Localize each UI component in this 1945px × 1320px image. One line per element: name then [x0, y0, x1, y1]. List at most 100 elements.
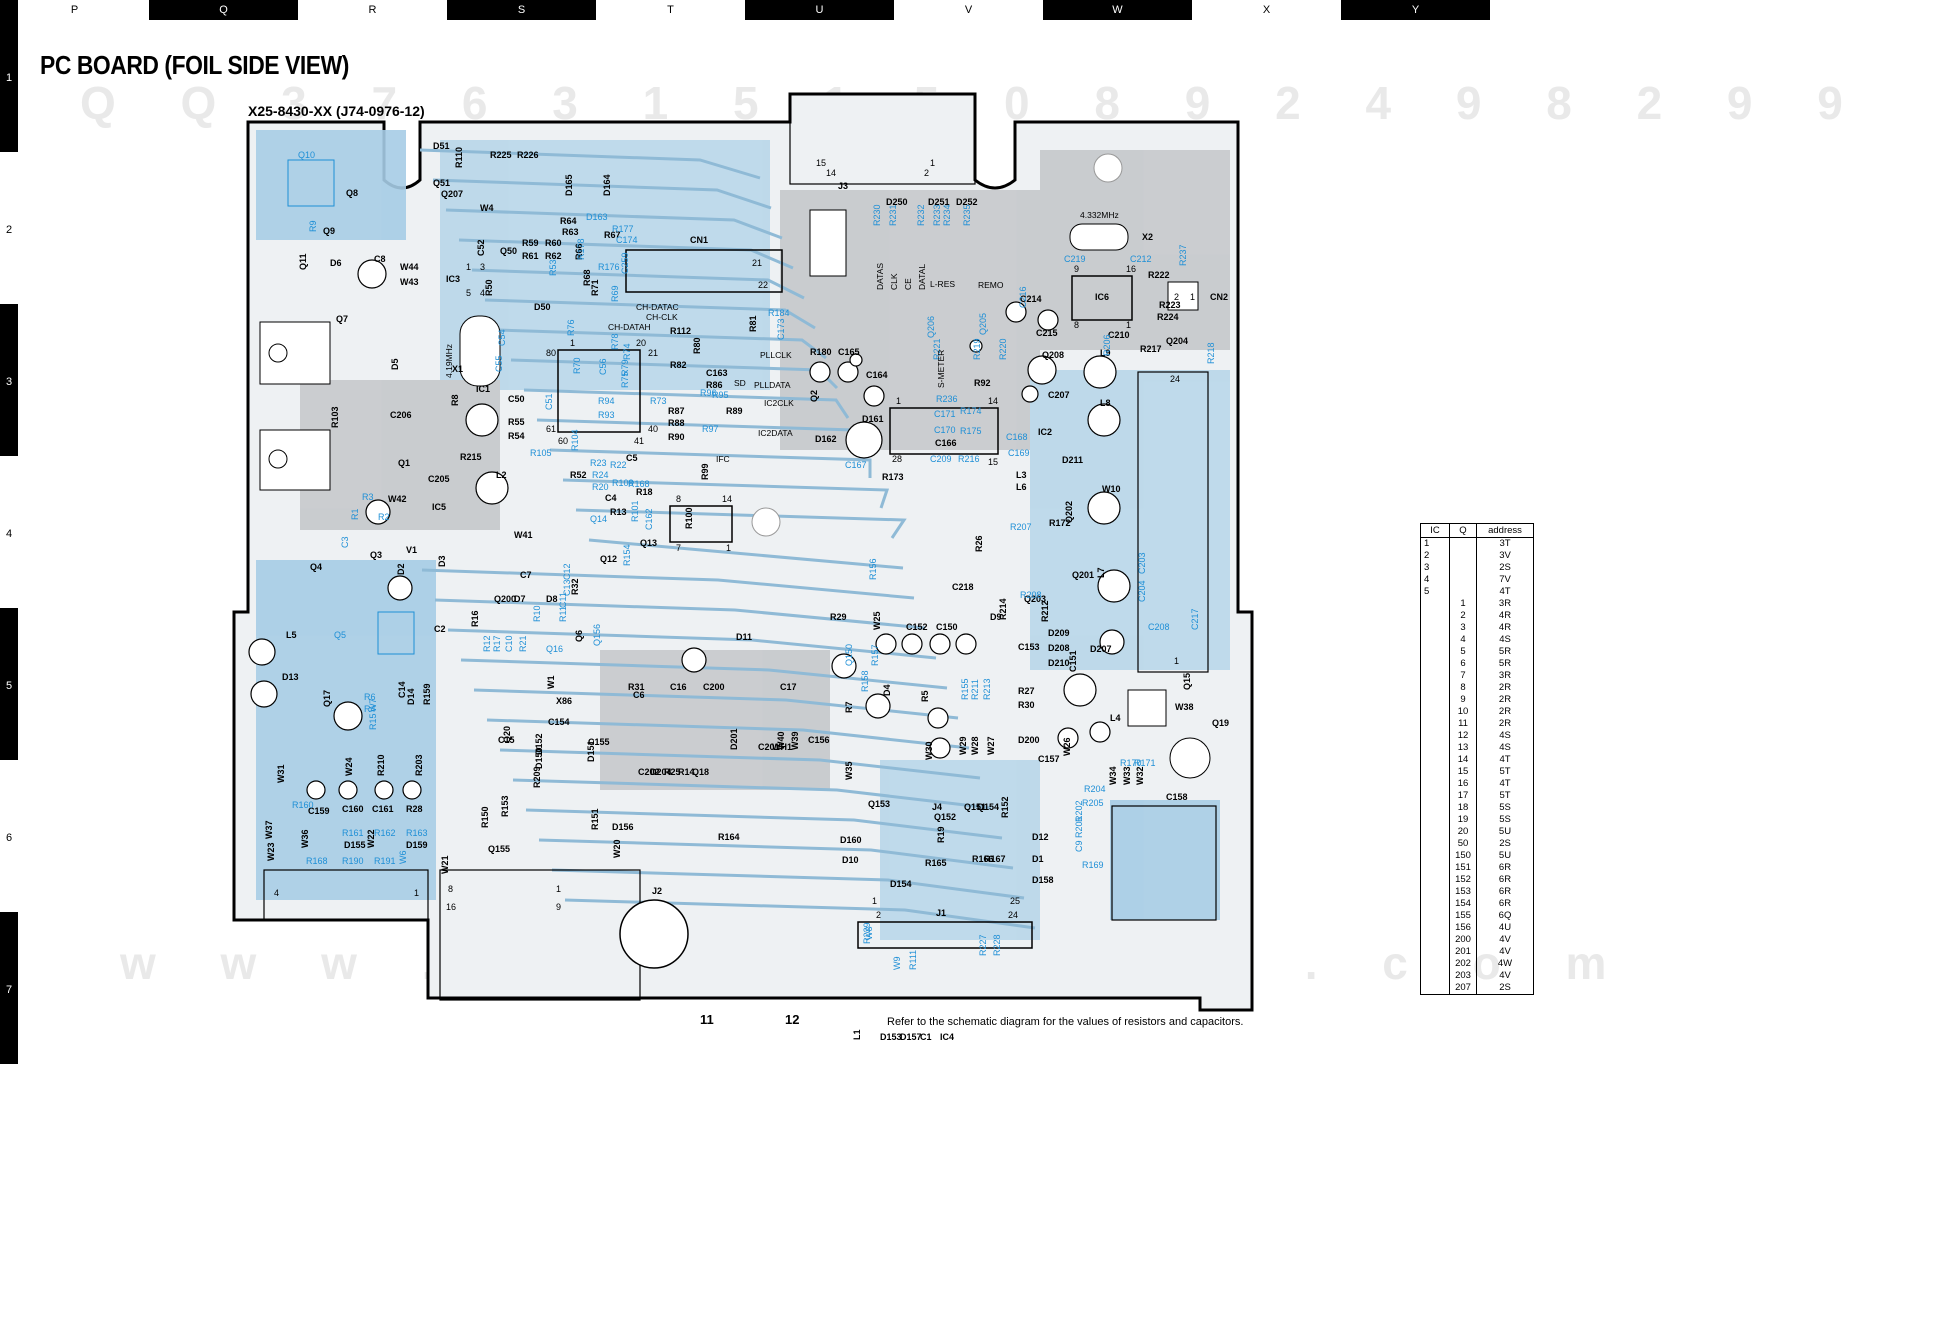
component-label: D155 — [344, 840, 366, 850]
address-cell: 5 — [1449, 646, 1477, 658]
component-label-blue: C170 — [934, 425, 956, 435]
component-label: R62 — [545, 251, 562, 261]
component-label: C165 — [838, 347, 860, 357]
component-label-blue: R111 — [908, 950, 918, 970]
component-label: D159 — [406, 840, 428, 850]
q10-outline — [287, 159, 335, 207]
address-cell — [1421, 922, 1450, 934]
capacitor-body — [837, 361, 859, 383]
component-label: D211 — [1062, 455, 1083, 465]
address-cell: 4T — [1476, 778, 1534, 790]
component-label: D161 — [862, 414, 884, 424]
signal-ch-datah: CH-DATAH — [608, 322, 651, 332]
component-label-blue: R175 — [960, 426, 982, 436]
signal-ce: CE — [903, 278, 913, 290]
component-label: D151 — [586, 740, 596, 762]
address-cell: 5R — [1476, 658, 1534, 670]
component-label: D153 — [880, 1032, 902, 1042]
component-label: D11 — [736, 632, 752, 642]
component-label: C160 — [342, 804, 364, 814]
component-label: R212 — [1040, 600, 1050, 622]
component-label: W29 — [958, 736, 968, 755]
pin-label: 1 — [896, 396, 901, 406]
component-label-blue: R4 — [364, 704, 376, 714]
component-label: R203 — [414, 754, 424, 776]
component-label-blue: R156 — [868, 558, 878, 580]
address-cell — [1421, 682, 1450, 694]
component-label: W26 — [1062, 737, 1072, 756]
signal-smeter: S-METER — [936, 350, 946, 388]
component-label: R66 — [574, 243, 584, 260]
bus-number-12: 12 — [785, 1012, 800, 1027]
address-cell — [1449, 574, 1477, 586]
address-cell: 6R — [1476, 886, 1534, 898]
component-label: D2 — [396, 563, 406, 575]
component-label: R80 — [692, 337, 702, 354]
grid-column-label: V — [894, 0, 1043, 20]
component-label-blue: R218 — [1206, 342, 1216, 364]
pin-label: 16 — [1126, 264, 1136, 274]
component-label: R31 — [628, 682, 645, 692]
component-label: R5 — [920, 690, 930, 702]
component-label: C205 — [428, 474, 450, 484]
signal-datal: DATAL — [917, 264, 927, 290]
component-label-blue: R21 — [518, 635, 528, 652]
component-label-blue: C209 — [930, 454, 952, 464]
j4-body — [1111, 805, 1217, 921]
component-label-blue: R232 — [916, 204, 926, 226]
capacitor-body — [1087, 491, 1121, 525]
address-cell: 15 — [1449, 766, 1477, 778]
component-label-blue: R184 — [768, 308, 790, 318]
component-label: R7 — [844, 701, 854, 713]
pin-label: 9 — [1074, 264, 1079, 274]
signal-pllclk: PLLCLK — [760, 350, 792, 360]
component-label-blue: R75 — [620, 371, 630, 388]
board-part-number: X25-8430-XX (J74-0976-12) — [248, 103, 425, 119]
component-label-blue: C168 — [1006, 432, 1028, 442]
pin-label: 25 — [1010, 896, 1020, 906]
component-label-blue: R237 — [1178, 244, 1188, 266]
component-label: D164 — [602, 174, 612, 196]
component-label-blue: C11 — [558, 592, 568, 608]
v1-tuner — [809, 209, 847, 277]
component-label-blue: R24 — [592, 470, 609, 480]
component-label: C154 — [548, 717, 570, 727]
component-label: IC3 — [446, 274, 460, 284]
component-label: W39 — [790, 731, 800, 750]
capacitor-body — [387, 575, 413, 601]
component-label-blue: R76 — [566, 319, 576, 336]
component-label-blue: R154 — [622, 544, 632, 566]
component-label: R165 — [925, 858, 947, 868]
component-label-blue: R10 — [532, 605, 542, 622]
address-cell: 3 — [1449, 622, 1477, 634]
component-label-blue: R17 — [492, 635, 502, 652]
pin-label: 7 — [676, 543, 681, 553]
address-cell: 7 — [1449, 670, 1477, 682]
component-label-blue: R96 — [700, 388, 717, 398]
address-cell: 150 — [1449, 850, 1477, 862]
component-label: C218 — [952, 582, 974, 592]
component-label-blue: R163 — [406, 828, 428, 838]
address-cell: 6Q — [1476, 910, 1534, 922]
component-label: D6 — [330, 258, 342, 268]
component-label: Q50 — [500, 246, 517, 256]
component-label: R16 — [470, 610, 480, 627]
component-label-blue: R208 — [1020, 590, 1042, 600]
address-cell: 4S — [1476, 730, 1534, 742]
component-label: D152 — [534, 733, 544, 755]
component-label-blue: R79 — [620, 359, 630, 376]
address-cell: 19 — [1449, 814, 1477, 826]
ic6-body — [1071, 275, 1133, 321]
component-label-blue: C204 — [1137, 580, 1147, 602]
trace — [562, 478, 890, 509]
component-label: W25 — [872, 611, 882, 630]
